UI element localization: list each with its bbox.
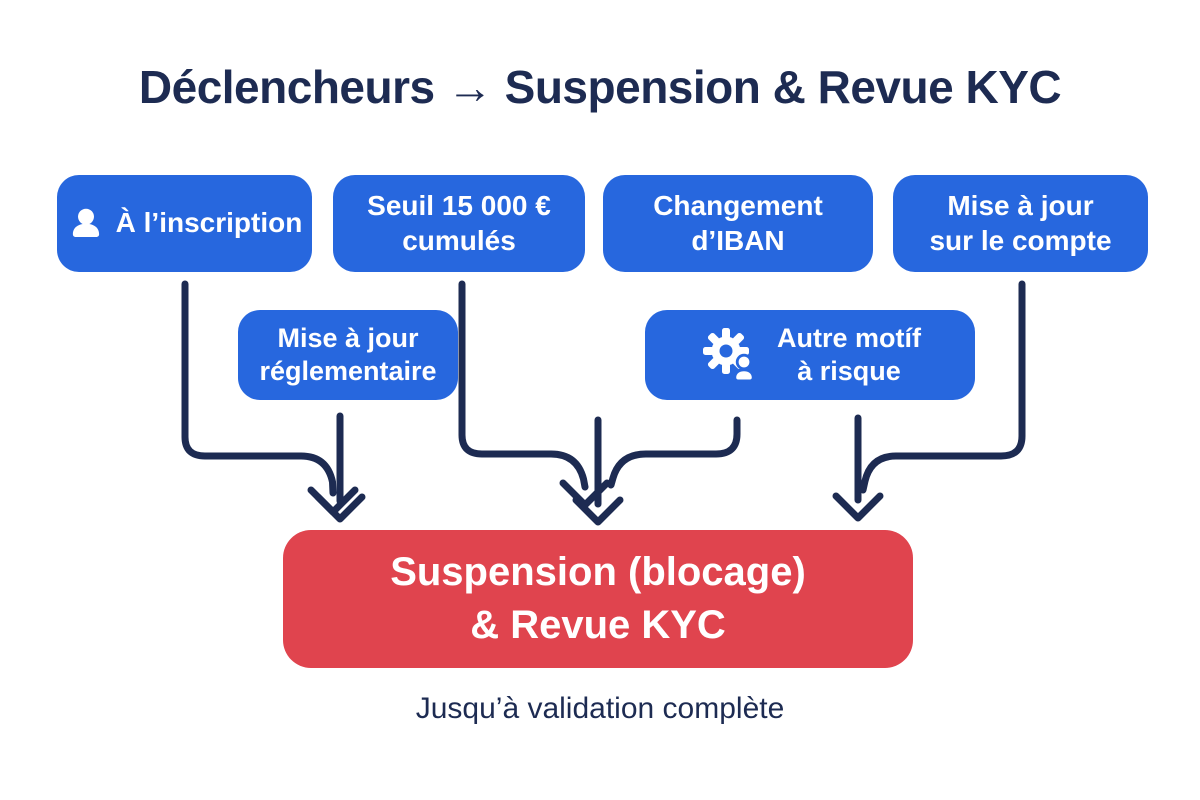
trigger-label-line2: cumulés (402, 224, 516, 256)
trigger-box-maj-reglementaire: Mise à jour réglementaire (238, 310, 458, 400)
trigger-box-autre-motif: Autre motíf à risque (645, 310, 975, 400)
page-title: Déclencheurs → Suspension & Revue KYC (138, 61, 1062, 113)
arrowhead-icon (572, 496, 624, 526)
trigger-label-line1: Mise à jour (277, 323, 419, 354)
trigger-label-line2: réglementaire (259, 356, 437, 386)
trigger-label-line2: à risque (797, 356, 901, 386)
arrow-line-seuil (458, 280, 589, 491)
gear-person-icon (703, 328, 755, 381)
arrowhead-icon (832, 492, 884, 522)
result-box-suspension: Suspension (blocage) & Revue KYC (283, 530, 913, 668)
arrow-group-right (832, 280, 1026, 522)
trigger-box-inscription: À l’inscription (57, 175, 312, 272)
trigger-label-line1: Mise à jour (947, 190, 1094, 222)
trigger-label-line1: Changement (653, 190, 823, 222)
arrow-group-left (181, 280, 366, 523)
arrow-line-merge-right (607, 416, 741, 489)
arrow-line-inscription (181, 280, 337, 497)
arrow-line-maj-compte (859, 280, 1026, 494)
arrowhead-icon (314, 493, 366, 523)
trigger-label-line1: Autre motíf (777, 323, 921, 354)
trigger-label-line2: d’IBAN (691, 224, 785, 256)
trigger-box-iban: Changement d’IBAN (603, 175, 873, 272)
result-line1: Suspension (blocage) (390, 550, 806, 595)
result-line2: & Revue KYC (470, 603, 726, 647)
trigger-box-maj-compte: Mise à jour sur le compte (893, 175, 1148, 272)
trigger-label: À l’inscription (115, 207, 303, 239)
trigger-label-line1: Seuil 15 000 € (367, 190, 551, 222)
person-icon (72, 208, 99, 237)
trigger-label-line2: sur le compte (929, 224, 1112, 256)
caption-validation: Jusqu’à validation complète (415, 692, 785, 725)
arrow-group-middle (458, 280, 741, 526)
trigger-box-seuil: Seuil 15 000 € cumulés (333, 175, 585, 272)
